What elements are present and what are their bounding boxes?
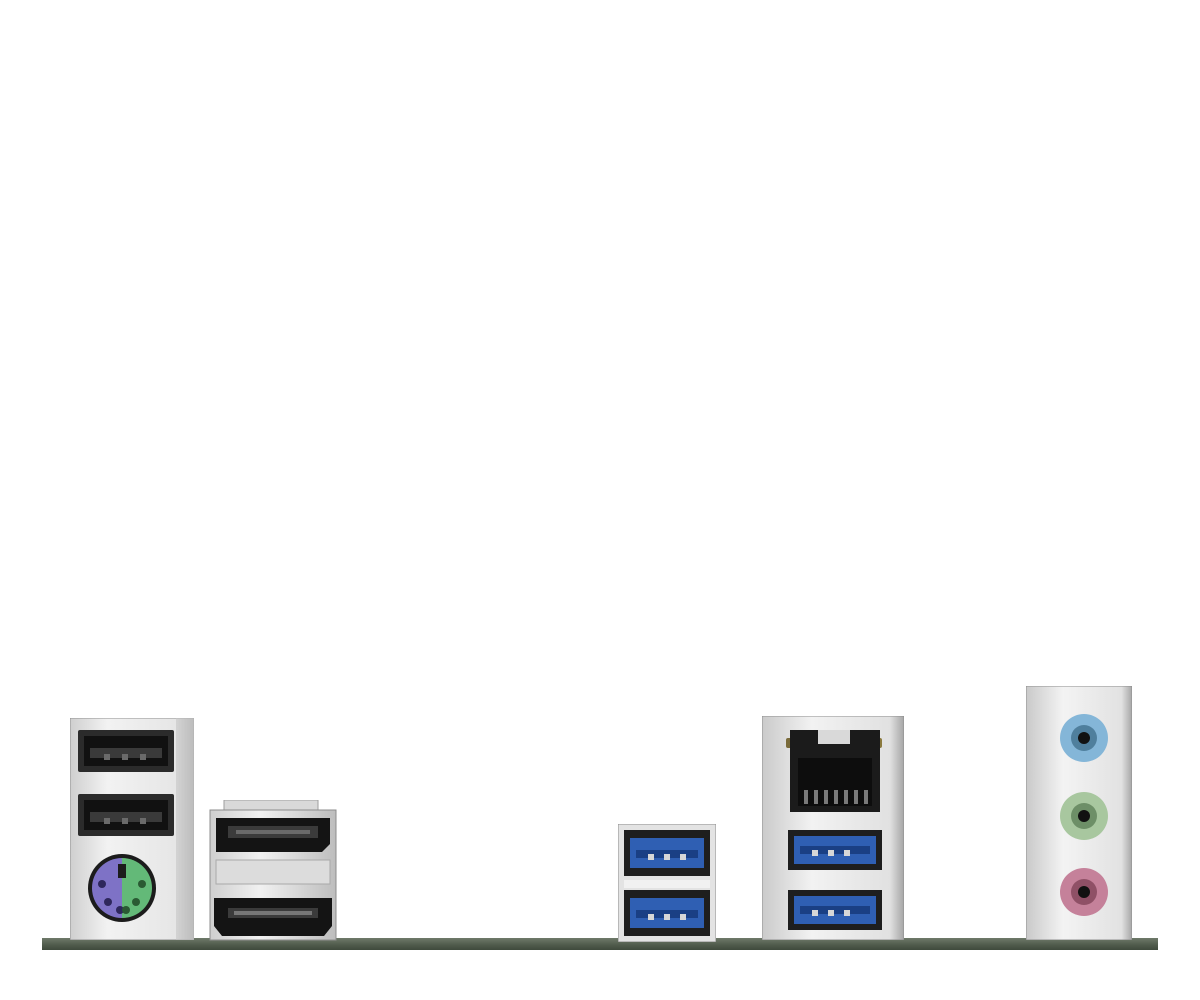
rj45-port-icon xyxy=(790,730,880,812)
usb-port-icon xyxy=(788,890,882,930)
audio-jack-icon xyxy=(1060,868,1108,916)
audio-jack-icon xyxy=(1060,714,1108,762)
rj45-usb3-stack xyxy=(762,716,904,940)
ps2-port-icon xyxy=(88,854,156,922)
usb-port-icon xyxy=(78,794,174,836)
usb-port-icon xyxy=(624,890,710,936)
usb-port-icon xyxy=(788,830,882,870)
displayport-icon xyxy=(216,818,330,852)
usb-port-icon xyxy=(624,830,710,876)
usb3-dual xyxy=(618,824,716,942)
audio-jacks xyxy=(1026,686,1132,940)
audio-jack-icon xyxy=(1060,792,1108,840)
displayport-hdmi-stack xyxy=(206,800,340,942)
hdmi-port-icon xyxy=(214,898,332,936)
pcb-edge xyxy=(42,938,1158,950)
usb-port-icon xyxy=(78,730,174,772)
usb2-ps2-stack xyxy=(70,718,194,940)
